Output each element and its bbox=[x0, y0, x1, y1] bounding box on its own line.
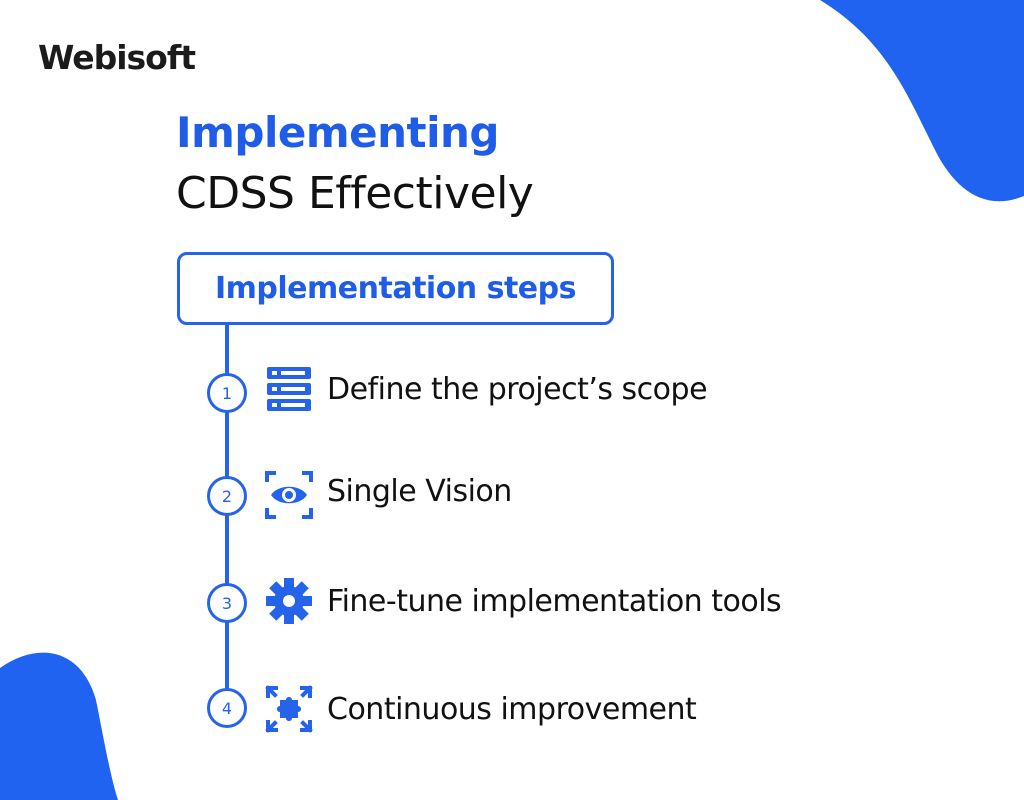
step-label: Continuous improvement bbox=[327, 692, 697, 727]
steps-header-box: Implementation steps bbox=[177, 252, 614, 325]
step-1: 1 Define the project’s scope bbox=[0, 362, 1024, 422]
step-number-badge: 2 bbox=[207, 476, 247, 516]
steps-header-label: Implementation steps bbox=[215, 271, 577, 306]
step-number-badge: 4 bbox=[207, 688, 247, 728]
gear-icon bbox=[266, 578, 312, 624]
step-label: Define the project’s scope bbox=[327, 372, 708, 407]
step-number-badge: 3 bbox=[207, 583, 247, 623]
step-label: Fine-tune implementation tools bbox=[327, 584, 782, 619]
brand-logo: Webisoft bbox=[38, 38, 196, 77]
expand-puzzle-icon bbox=[265, 685, 313, 733]
step-number-badge: 1 bbox=[207, 373, 247, 413]
eye-focus-icon bbox=[265, 471, 313, 519]
step-label: Single Vision bbox=[327, 474, 512, 509]
step-4: 4 Continuous improvement bbox=[0, 680, 1024, 740]
step-3: 3 Fine-tune implementation tools bbox=[0, 572, 1024, 632]
page-title-accent: Implementing bbox=[176, 108, 499, 157]
server-stack-icon bbox=[267, 367, 311, 411]
bottom-left-blob bbox=[0, 652, 118, 800]
top-right-blob bbox=[820, 0, 1024, 202]
page-title: CDSS Effectively bbox=[176, 168, 534, 219]
step-2: 2 Single Vision bbox=[0, 466, 1024, 526]
